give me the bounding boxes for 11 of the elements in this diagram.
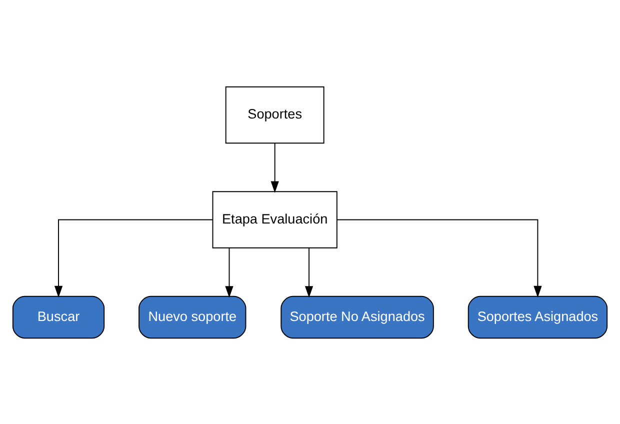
- arrow: [336, 218, 542, 298]
- arrow: [304, 246, 314, 298]
- node-box: Buscar: [12, 295, 105, 338]
- arrow: [270, 142, 279, 192]
- node-box: Nuevo soporte: [138, 295, 246, 338]
- node-box: Etapa Evaluación: [212, 190, 338, 248]
- arrow: [54, 218, 214, 298]
- arrow: [225, 246, 234, 298]
- node-box: Soporte No Asignados: [280, 295, 434, 338]
- node-box: Soportes: [225, 86, 324, 144]
- node-box: Soportes Asignados: [468, 295, 608, 338]
